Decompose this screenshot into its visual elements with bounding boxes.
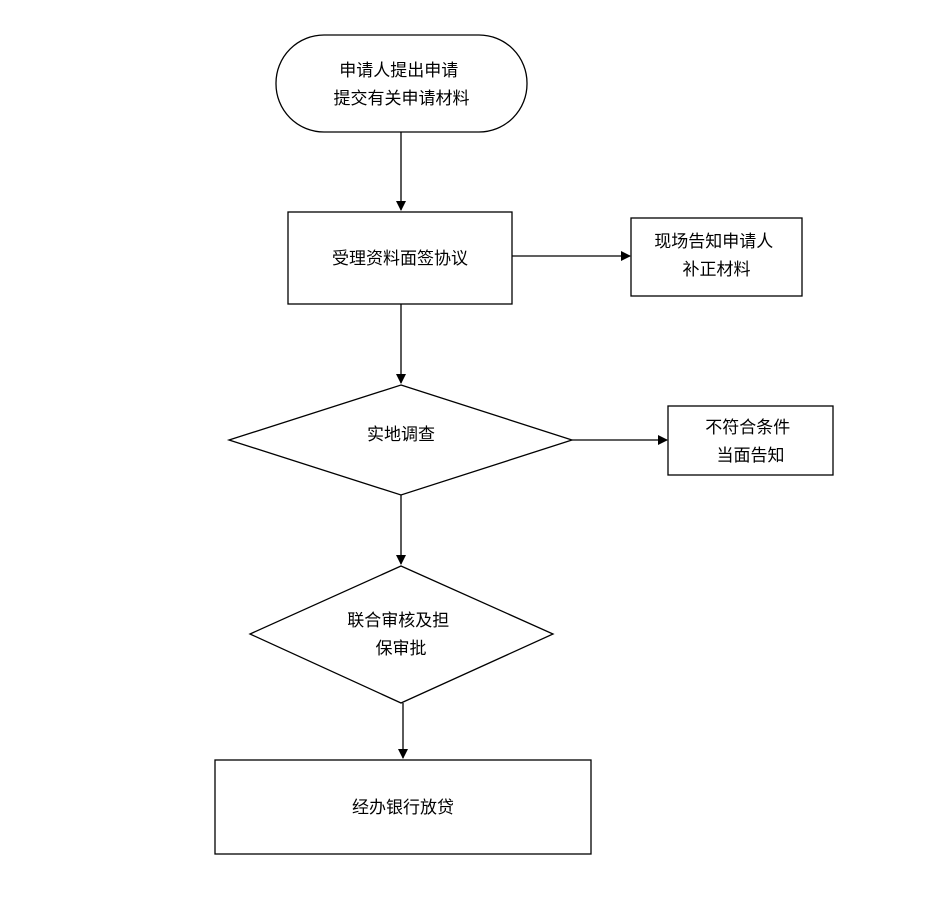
node-start: 申请人提出申请 提交有关申请材料 [275,34,528,133]
node-accept: 受理资料面签协议 [287,211,513,305]
node-review-line-1: 联合审核及担 [347,611,449,631]
node-notify-line-1: 现场告知申请人 [654,232,773,252]
node-reject-line-2: 当面告知 [717,446,785,466]
node-notify-line-2: 补正材料 [683,260,751,280]
node-reject-line-1: 不符合条件 [705,418,790,438]
node-loan: 经办银行放贷 [214,759,592,855]
node-inspect-line-1: 实地调查 [367,425,435,445]
svg-text:实地调查: 实地调查 [367,425,435,445]
node-review: 联合审核及担 保审批 [248,565,555,704]
node-accept-line-1: 受理资料面签协议 [332,249,468,269]
node-inspect: 实地调查 [226,384,575,496]
node-loan-line-1: 经办银行放贷 [352,798,454,818]
node-notify: 现场告知申请人 补正材料 [630,217,803,297]
node-start-line-2: 提交有关申请材料 [334,89,470,109]
node-start-line-1: 申请人提出申请 [339,61,458,81]
svg-text:申请人提出申请 提交有关申请材料: 申请人提出申请 提交有关申请材料 [334,61,470,109]
svg-text:经办银行放贷: 经办银行放贷 [352,798,454,818]
node-review-line-2: 保审批 [376,639,427,659]
svg-text:不符合条件 当面告知: 不符合条件 当面告知 [705,418,795,466]
svg-text:受理资料面签协议: 受理资料面签协议 [332,249,468,269]
node-reject: 不符合条件 当面告知 [667,405,834,476]
svg-text:现场告知申请人 补正材料: 现场告知申请人 补正材料 [654,232,778,280]
svg-text:联合审核及担 保审批: 联合审核及担 保审批 [347,611,454,659]
